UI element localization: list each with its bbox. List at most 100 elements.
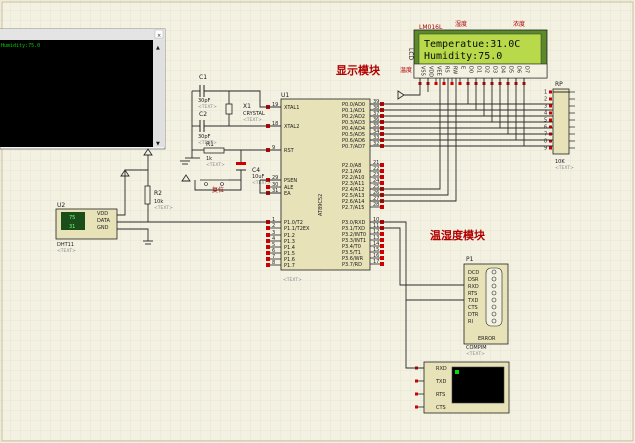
p1-pin-contact[interactable]: [491, 283, 497, 289]
vt-pin-marker[interactable]: [415, 405, 418, 409]
dht-hum[interactable]: 31: [69, 224, 75, 230]
mcu-pin-number: 29: [272, 175, 278, 181]
lcd-pin-label: D7: [524, 66, 530, 73]
lcd-module[interactable]: LM016L 湿度 浓度 Temperatue:31.0C Humidity:7…: [400, 20, 548, 85]
p1-pin-label: RTS: [468, 291, 477, 297]
mcu-pin-marker[interactable]: [380, 175, 384, 179]
mcu-pin-name: P3.3/INT1: [342, 238, 366, 244]
p1-pin-contact[interactable]: [491, 297, 497, 303]
mcu-pin-marker[interactable]: [380, 232, 384, 236]
scroll-up-icon[interactable]: ▲: [156, 45, 160, 51]
terminal-scrollbar[interactable]: [153, 40, 165, 147]
mcu-pin-marker[interactable]: [380, 238, 384, 242]
mcu-pin-name: P2.7/A15: [342, 205, 364, 211]
mcu-pin-number: 38: [373, 105, 379, 111]
rp-pin-marker[interactable]: [549, 146, 552, 150]
mcu-pin-marker[interactable]: [266, 226, 270, 230]
terminal-line: Humidity:75.0: [1, 43, 40, 49]
mcu-pin-number: 32: [373, 141, 379, 147]
mcu-pin-number: 5: [272, 242, 275, 248]
dht-pin-gnd: GND: [97, 225, 109, 231]
rp-pin-marker[interactable]: [549, 104, 552, 108]
mcu-pin-marker[interactable]: [266, 263, 270, 267]
mcu-pin-number: 21: [373, 160, 379, 166]
terminal-window[interactable]: × ▲ ▼ Humidity:75.0: [0, 28, 166, 150]
mcu-pin-name: P3.4/T0: [342, 244, 361, 250]
mcu-pin-name: P1.6: [284, 257, 295, 263]
mcu-pin-marker[interactable]: [380, 262, 384, 266]
lcd-header-concentration: 浓度: [513, 20, 525, 28]
p1-pin-contact[interactable]: [491, 304, 497, 310]
p1-pin-contact[interactable]: [491, 276, 497, 282]
resistor-r1[interactable]: R1 1k <TEXT>: [203, 141, 225, 168]
p1-pin-contact[interactable]: [491, 311, 497, 317]
rp-pin-number: 6: [544, 125, 547, 131]
p1-pin-label: CTS: [468, 305, 478, 311]
scroll-down-icon[interactable]: ▼: [156, 141, 160, 147]
dht-pin-data: DATA: [97, 218, 110, 224]
mcu-pin-marker[interactable]: [380, 256, 384, 260]
dht11-sensor[interactable]: U2 75 31 VDD DATA GND DHT11 <TEXT>: [55, 202, 118, 254]
mcu-pin-marker[interactable]: [266, 233, 270, 237]
mcu-pin-name: PSEN: [284, 178, 297, 184]
dht-temp[interactable]: 75: [69, 215, 75, 221]
lcd-pin-marker[interactable]: [458, 82, 462, 85]
lcd-pin-marker[interactable]: [434, 82, 438, 85]
mcu-pin-marker[interactable]: [380, 181, 384, 185]
rp-pin-marker[interactable]: [549, 111, 552, 115]
rp-value: 10K: [555, 159, 565, 165]
mcu-pin-marker[interactable]: [266, 257, 270, 261]
mcu-ref: U1: [281, 92, 289, 99]
rp-pin-marker[interactable]: [549, 139, 552, 143]
p1-pin-contact[interactable]: [491, 318, 497, 324]
mcu-pin-number: 2: [272, 223, 275, 229]
p1-pin-label: DSR: [468, 277, 479, 283]
mcu-pin-marker[interactable]: [380, 244, 384, 248]
mcu-pin-marker[interactable]: [266, 239, 270, 243]
vt-pin-marker[interactable]: [415, 379, 418, 383]
mcu-pin-number: 30: [272, 182, 278, 188]
rp-pin-number: 8: [544, 139, 547, 145]
mcu-pin-number: 33: [373, 135, 379, 141]
vt-pin-marker[interactable]: [415, 392, 418, 396]
mcu-pin-number: 23: [373, 172, 379, 178]
mcu-pin-name: RST: [284, 148, 295, 154]
p1-pin-contact[interactable]: [491, 269, 497, 275]
mcu-pin-name: P1.7: [284, 263, 295, 269]
mcu-pin-name: P0.2/AD2: [342, 114, 365, 120]
mcu-pin-number: 37: [373, 111, 379, 117]
humidity-module-label: 温湿度模块: [430, 228, 486, 242]
mcu-pin-marker[interactable]: [266, 245, 270, 249]
mcu-pin-number: 9: [272, 145, 275, 151]
r1-value: 1k: [206, 156, 212, 162]
p1-part: COMPIM: [466, 345, 487, 351]
mcu-pin-number: 13: [373, 235, 379, 241]
mcu-pin-number: 4: [272, 236, 275, 242]
rp-pin-marker[interactable]: [549, 125, 552, 129]
lcd-pin-marker[interactable]: [442, 82, 446, 85]
p1-pin-label: RXD: [468, 284, 479, 290]
lcd-pin-marker[interactable]: [450, 82, 454, 85]
resistor-r2[interactable]: R2 10k <TEXT>: [144, 185, 173, 211]
mcu-pin-marker[interactable]: [380, 169, 384, 173]
rp-ref: RP: [555, 81, 563, 88]
mcu-pin-marker[interactable]: [266, 185, 270, 189]
mcu-pin-name: P2.6/A14: [342, 199, 364, 205]
mcu-pin-number: 12: [373, 229, 379, 235]
mcu-pin-name: P3.5/T1: [342, 250, 361, 256]
mcu-pin-marker[interactable]: [380, 163, 384, 167]
rp-pin-marker[interactable]: [549, 90, 552, 94]
p1-pin-contact[interactable]: [491, 290, 497, 296]
mcu-pin-marker[interactable]: [380, 250, 384, 254]
rp-pin-marker[interactable]: [549, 118, 552, 122]
close-icon[interactable]: [154, 29, 164, 39]
dht-pin-vdd: VDD: [97, 211, 108, 217]
mcu-pin-marker[interactable]: [266, 251, 270, 255]
rp-pin-marker[interactable]: [549, 97, 552, 101]
mcu-pin-marker[interactable]: [380, 205, 384, 209]
